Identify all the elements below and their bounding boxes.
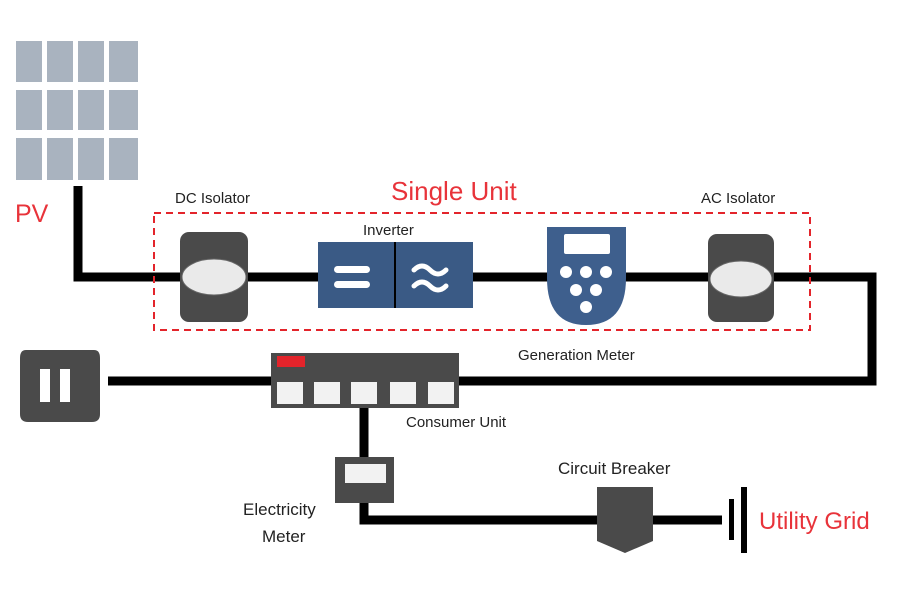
inverter-label: Inverter (363, 222, 414, 239)
electricity-meter-label-line1: Electricity (243, 500, 316, 519)
utility-grid-label: Utility Grid (759, 508, 870, 535)
pv-label: PV (15, 200, 49, 228)
electricity-meter-label-line2: Meter (262, 527, 306, 546)
circuit-breaker-icon (597, 487, 653, 553)
solar-panel-icon (16, 41, 138, 180)
dc-isolator-icon (180, 232, 248, 322)
consumer-unit-label: Consumer Unit (406, 414, 507, 431)
single-unit-label: Single Unit (391, 176, 518, 206)
ac-isolator-label: AC Isolator (701, 190, 775, 207)
power-socket-icon (20, 350, 100, 422)
electricity-meter-icon (335, 457, 394, 503)
dc-isolator-label: DC Isolator (175, 190, 250, 207)
generation-meter-label: Generation Meter (518, 347, 635, 364)
consumer-unit-icon (271, 353, 459, 408)
circuit-breaker-label: Circuit Breaker (558, 459, 671, 478)
grid-ground-icon (729, 487, 747, 553)
wire-meter-to-grid (359, 500, 722, 525)
wire-pv-to-grid-bus (73, 186, 877, 386)
inverter-dc-ac-icon (318, 242, 473, 308)
single-unit-boundary (153, 212, 811, 331)
ac-isolator-icon (708, 234, 774, 322)
generation-meter-icon (547, 227, 626, 325)
